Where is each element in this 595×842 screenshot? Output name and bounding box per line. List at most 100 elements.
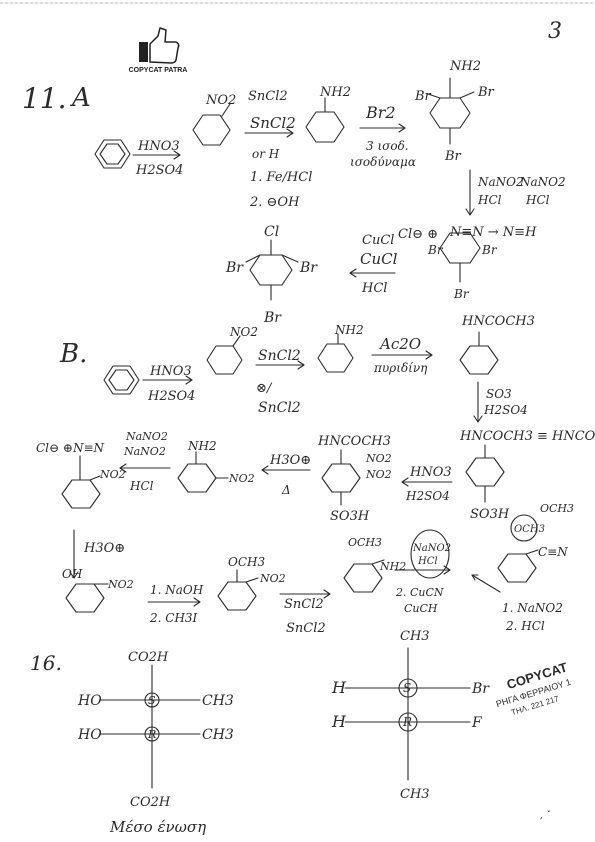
diazonium-b: Cl⊖ ⊕N≡N (36, 441, 104, 455)
tribromoaniline (427, 77, 475, 145)
diazonium-a (439, 232, 481, 283)
diazonium-b-ring (61, 455, 101, 509)
benzene-b1 (103, 365, 140, 395)
part-a-label: A (70, 83, 91, 113)
reagent-b12-2: 2. HCl (505, 619, 545, 633)
reagent-b11-2: CuCH (404, 602, 438, 615)
svg-text:SnCl2: SnCl2 (250, 114, 296, 132)
nh2-a: NH2 (319, 85, 351, 100)
reagent-b4-top: SO3 (486, 387, 512, 401)
reagent-b5-top: HNO3 (409, 465, 452, 480)
nitrophenol (65, 583, 109, 613)
reagent-b3-bottom: πυριδίνη (373, 361, 428, 375)
benzene-a1 (94, 139, 131, 169)
nitroanisole (217, 569, 259, 611)
nitroaniline (177, 451, 229, 493)
no2-b2: NO2 (365, 452, 392, 465)
no2-b5: NO2 (99, 468, 126, 481)
note-a3-1: 3 ισοδ. (366, 139, 409, 153)
reagent-b11-1: 2. CuCN (395, 586, 444, 599)
fischer-left-lr: CH3 (202, 727, 234, 743)
svg-text:⊗/: ⊗/ (256, 381, 273, 396)
cl-product: Cl (264, 224, 279, 240)
reagent-b5-bottom: H2SO4 (405, 489, 450, 503)
och3-b2: OCH3 (348, 536, 382, 549)
no2-b: NO2 (229, 325, 258, 339)
fischer-left (99, 664, 201, 789)
reagent-a4-bottom-2: HCl (525, 193, 550, 207)
br-prod-1: Br (225, 260, 244, 276)
aniline-b (317, 333, 354, 373)
svg-text:CuCl: CuCl (360, 250, 398, 268)
acetanilide-label: HNCOCH3 (461, 314, 535, 329)
nh2-b3: NH2 (379, 560, 406, 573)
fischer-right-ll: H (331, 712, 347, 731)
br-dia-1: Br (427, 243, 444, 257)
och3-b4: OCH3 (540, 502, 574, 515)
br-tri-2: Br (477, 85, 495, 100)
reagent-a4-top: NaNO2 (477, 175, 524, 189)
sulfonated-acetanilide (465, 444, 505, 503)
circled-reagent (410, 529, 450, 579)
copycat-stamp: COPYCAT ΡΗΓΑ ΦΕΡΡΑΙΟΥ 1 ΤΗΛ. 221 217 (495, 659, 572, 717)
br-tri-1: Br (414, 89, 432, 104)
acetamide-b-nitro: HNCOCH3 (317, 434, 391, 449)
problem-16-number: 16. (30, 651, 62, 675)
svg-text:, ˇ: , ˇ (540, 810, 551, 821)
och3-b: OCH3 (228, 555, 265, 569)
fischer-right-s: S (403, 681, 411, 695)
nitrile: C≡N (538, 545, 568, 559)
fischer-left-top: CO2H (128, 650, 169, 665)
fischer-left-ll: HO (77, 727, 102, 743)
reagent-b8: H3O⊕ (83, 541, 125, 556)
svg-text:HCl: HCl (417, 556, 438, 567)
fischer-right-lr: F (471, 715, 483, 731)
reagent-b12-1: 1. NaNO2 (502, 601, 563, 615)
reagent-b7-1: NaNO2 (125, 430, 168, 443)
br-dia-3: Br (453, 287, 470, 301)
no2-b7: NO2 (259, 572, 286, 585)
reagent-a2-alt2: 2. ⊖OH (249, 195, 300, 210)
fischer-left-r: R (147, 728, 156, 741)
reagent-a5-top: CuCl (362, 233, 394, 248)
reagent-a2-alt1: 1. Fe/HCl (250, 170, 312, 185)
reagent-b4-bottom: H2SO4 (483, 403, 528, 417)
no2-b6: NO2 (107, 578, 134, 591)
br-tri-3: Br (444, 149, 462, 164)
so3h-1: SO3H (470, 507, 510, 522)
svg-text:Cl⊖ ⊕: Cl⊖ ⊕ (398, 227, 438, 242)
nh2-b: NH2 (334, 323, 364, 337)
acetamide-eq: HNCOCH3 ≡ HNCOC (459, 429, 595, 444)
reagent-a2-top: SnCl2 (248, 89, 288, 104)
arrow-b12 (471, 574, 501, 593)
reagent-b7-2: NaNO2 (123, 445, 166, 458)
thumbs-up-icon (139, 27, 180, 64)
reagent-b9-top: 1. NaOH (150, 583, 204, 597)
diazonium-a-text: N≡N → N≡H (449, 225, 537, 240)
page-number: 3 (548, 19, 562, 44)
tribromochlorobenzene (245, 239, 299, 301)
br-dia-2: Br (481, 243, 498, 257)
svg-text:or H: or H (252, 147, 280, 161)
no2-b3: NO2 (365, 468, 392, 481)
reagent-a1-bottom: H2SO4 (135, 163, 183, 178)
reagent-a1-top: HNO3 (137, 139, 180, 154)
nh2-b2: NH2 (187, 439, 217, 453)
note-a3-2: ισοδύναμα (350, 155, 416, 169)
reagent-b2-bottom: SnCl2 (258, 400, 301, 416)
reagent-b10-top: SnCl2 (284, 597, 324, 612)
br-prod-2: Br (299, 260, 318, 276)
reagent-b10-bottom: SnCl2 (286, 621, 326, 636)
fischer-right-top: CH3 (400, 629, 430, 644)
fischer-left-bottom: CO2H (130, 795, 171, 810)
reagent-a4-bottom: HCl (477, 193, 502, 207)
br-prod-3: Br (263, 310, 282, 326)
svg-text:NaNO2: NaNO2 (412, 543, 451, 554)
nh2-tri: NH2 (449, 59, 481, 74)
fischer-right-ul: H (331, 678, 347, 697)
reagent-b1-bottom: H2SO4 (147, 389, 195, 404)
nitro-sulfonated-acetanilide (321, 449, 361, 506)
och3-b3: OCH3 (514, 524, 545, 535)
